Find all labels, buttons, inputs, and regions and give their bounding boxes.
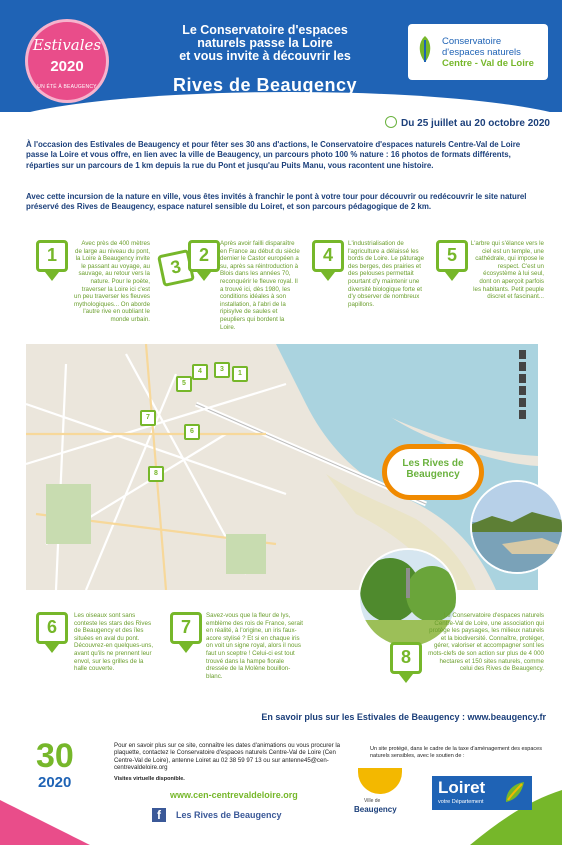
- map-marker-4[interactable]: 4: [192, 364, 208, 380]
- loiret-leaf-icon: [506, 782, 524, 802]
- locate-button[interactable]: [519, 386, 526, 395]
- fullscreen-button[interactable]: [519, 398, 526, 407]
- intro-paragraph-1: À l'occasion des Estivales de Beaugency …: [26, 140, 521, 170]
- marker-badge-4: 4: [312, 240, 344, 272]
- layers-button[interactable]: [519, 374, 526, 383]
- festival-tagline: UN ÉTÉ À BEAUGENCY: [37, 84, 97, 90]
- contact-text: Pour en savoir plus sur ce site, connaît…: [114, 742, 341, 772]
- block-6-text: Les oiseaux sont sans conteste les stars…: [74, 612, 154, 673]
- date-range: Du 25 juillet au 20 octobre 2020: [360, 116, 550, 129]
- zoom-in-button[interactable]: [519, 350, 526, 359]
- rives-callout: Les Rives de Beaugency: [382, 444, 484, 500]
- intro-paragraph-2: Avec cette incursion de la nature en vil…: [26, 192, 527, 212]
- anniversary-logo: 30 2020: [36, 737, 74, 791]
- block-8-text: Le Conservatoire d'espaces naturels Cent…: [428, 612, 544, 673]
- block-1-text: Avec près de 400 mètres de large au nive…: [74, 240, 151, 323]
- festival-year: 2020: [50, 58, 84, 75]
- marker-badge-6: 6: [36, 612, 68, 644]
- map-marker-1[interactable]: 1: [232, 366, 248, 382]
- map-marker-7[interactable]: 7: [140, 410, 156, 426]
- map-marker-6[interactable]: 6: [184, 424, 200, 440]
- more-info-link[interactable]: En savoir plus sur les Estivales de Beau…: [261, 712, 546, 722]
- marker-badge-7: 7: [170, 612, 202, 644]
- marker-tip: [445, 272, 459, 281]
- header-title: Le Conservatoire d'espaces naturels pass…: [179, 23, 351, 63]
- beaugency-logo: Ville de Beaugency: [352, 768, 412, 824]
- header-title-rives: Rives de Beaugency: [172, 75, 358, 95]
- marker-tip: [45, 644, 59, 653]
- marker-tip: [45, 272, 59, 281]
- photo-trees: [358, 548, 458, 648]
- share-button[interactable]: [519, 410, 526, 419]
- marker-tip: [179, 644, 193, 653]
- marker-badge-2: 2: [188, 240, 220, 272]
- website-link[interactable]: www.cen-centrevaldeloire.org: [170, 790, 298, 800]
- protected-site-text: Un site protégé, dans le cadre de la tax…: [370, 746, 542, 759]
- map-controls: [519, 350, 526, 419]
- map-marker-3[interactable]: 3: [214, 362, 230, 378]
- leaf-icon: [419, 36, 431, 62]
- loiret-logo: Loiret votre Département: [432, 776, 532, 810]
- zoom-out-button[interactable]: [519, 362, 526, 371]
- marker-badge-1: 1: [36, 240, 68, 272]
- block-5-text: L'arbre qui s'élance vers le ciel est un…: [470, 240, 544, 301]
- marker-tip: [399, 674, 413, 683]
- conservatoire-logo: Conservatoire d'espaces naturels Centre …: [408, 24, 548, 80]
- block-7-text: Savez-vous que la fleur de lys, emblème …: [206, 612, 303, 680]
- festival-name: Estivales: [32, 36, 102, 54]
- festival-badge: Estivales 2020 UN ÉTÉ À BEAUGENCY: [28, 22, 106, 100]
- virtual-visit-note: Visites virtuelle disponible.: [114, 776, 185, 782]
- header-wave: [0, 92, 562, 112]
- photo-riverbank: [470, 480, 562, 574]
- block-4-text: L'industrialisation de l'agriculture a d…: [348, 240, 425, 308]
- marker-tip: [321, 272, 335, 281]
- map-marker-5[interactable]: 5: [176, 376, 192, 392]
- map-marker-8[interactable]: 8: [148, 466, 164, 482]
- marker-badge-5: 5: [436, 240, 468, 272]
- facebook-icon[interactable]: f: [152, 808, 166, 822]
- marker-tip: [197, 272, 211, 281]
- block-2-text: Après avoir failli disparaître en France…: [220, 240, 300, 331]
- clock-icon: [385, 116, 398, 128]
- marker-badge-8: 8: [390, 642, 422, 674]
- footer-waves: [0, 790, 562, 845]
- facebook-link[interactable]: Les Rives de Beaugency: [176, 810, 282, 820]
